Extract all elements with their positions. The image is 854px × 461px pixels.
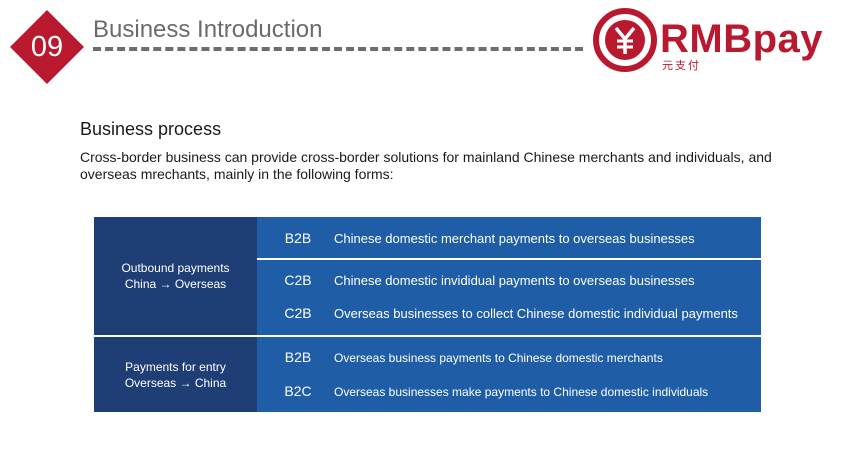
group-divider — [94, 335, 761, 337]
table-row: B2B Chinese domestic merchant payments t… — [257, 217, 761, 258]
group-direction: China → Overseas — [124, 277, 227, 291]
section-number: 09 — [30, 30, 64, 63]
row-description: Overseas business payments to Chinese do… — [334, 351, 663, 365]
row-code: B2B — [284, 349, 312, 365]
logo-subtitle: 元支付 — [662, 59, 701, 72]
intro-paragraph: Cross-border business can provide cross-… — [80, 149, 772, 182]
diamond-shape — [10, 10, 84, 84]
group-label: Outbound payments — [121, 261, 230, 275]
table-row-group: B2B Overseas business payments to Chines… — [257, 337, 761, 412]
row-code: C2B — [284, 305, 312, 321]
table-row-group: C2B Chinese domestic invididual payments… — [257, 258, 761, 335]
row-description: Overseas businesses to collect Chinese d… — [334, 306, 738, 321]
row-code: B2C — [284, 383, 312, 399]
header-divider — [93, 47, 583, 51]
rmbpay-logo: RMBpay 元支付 — [590, 5, 850, 75]
row-code: C2B — [284, 272, 312, 288]
page-title: Business Introduction — [93, 16, 323, 43]
group-cell-outbound: Outbound payments China → Overseas — [94, 217, 257, 335]
section-title: Business process — [80, 119, 222, 139]
group-cell-entry: Payments for entry Overseas → China — [94, 337, 257, 412]
row-description: Chinese domestic invididual payments to … — [334, 273, 695, 288]
group-label: Payments for entry — [125, 359, 226, 374]
row-description: Chinese domestic merchant payments to ov… — [334, 231, 695, 246]
business-process-table: Outbound payments China → Overseas B2B C… — [94, 217, 761, 412]
row-description: Overseas businesses make payments to Chi… — [334, 385, 709, 399]
logo-wordmark: RMBpay — [660, 17, 824, 61]
yuan-coin-icon — [593, 8, 657, 72]
section-number-badge: 09 — [10, 10, 84, 84]
row-divider — [257, 258, 761, 260]
group-direction: Overseas → China — [124, 375, 227, 390]
row-code: B2B — [284, 230, 312, 246]
